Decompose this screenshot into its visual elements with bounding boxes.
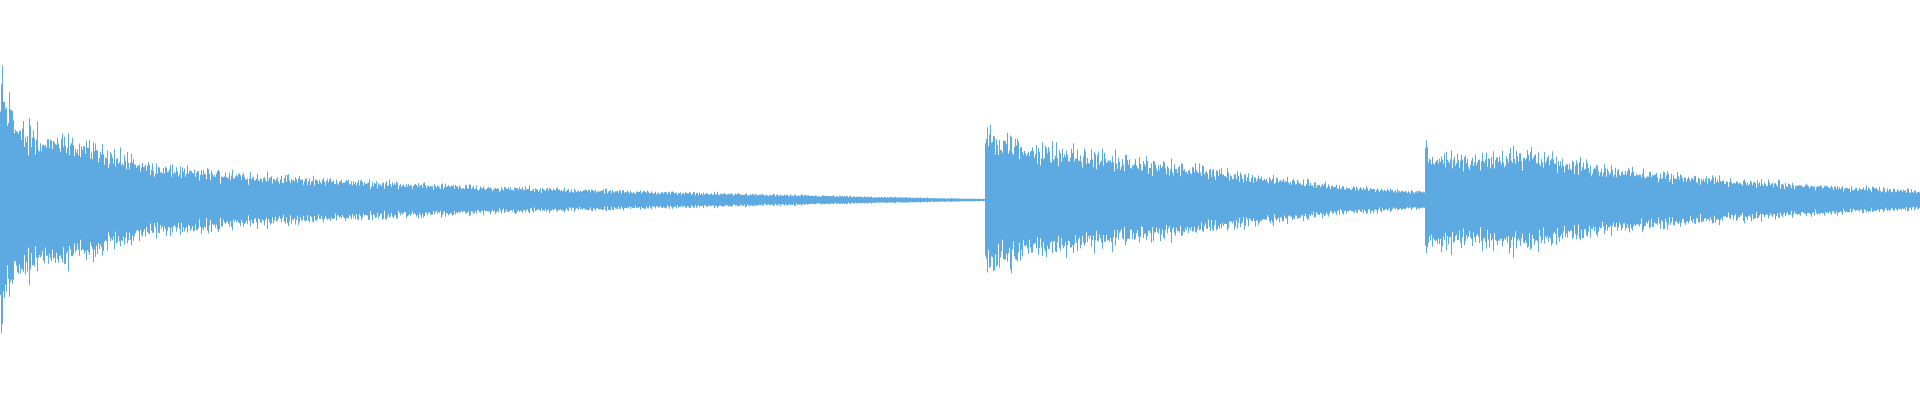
waveform-path [0, 65, 1920, 334]
waveform-lines [0, 65, 1920, 334]
